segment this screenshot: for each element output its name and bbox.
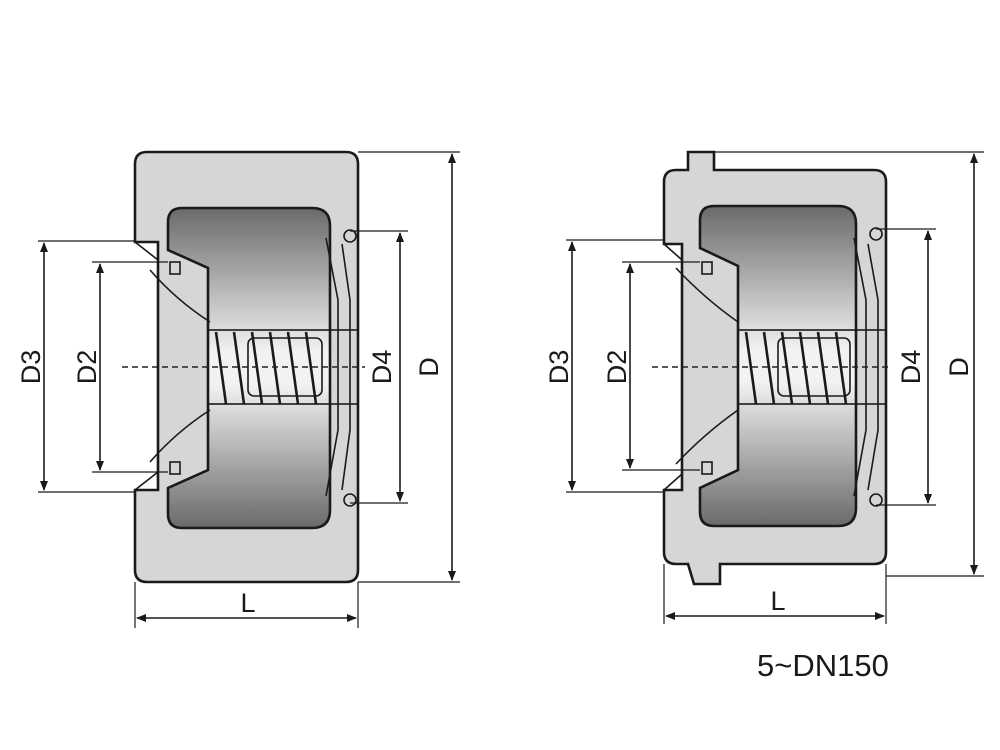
right-pin-bottom-icon [869, 493, 883, 507]
left-label-d4: D4 [367, 350, 397, 385]
left-retainer-bar-2 [341, 243, 351, 491]
left-pin-top-icon [343, 229, 357, 243]
right-dimensions: D3 D2 D4 D L [544, 151, 984, 624]
left-seat-clip-top [169, 261, 181, 275]
size-range-caption: 5~DN150 [757, 648, 889, 683]
left-valve-section [122, 150, 365, 584]
left-label-l: L [240, 588, 255, 618]
left-seat-ring [134, 241, 159, 491]
right-seat-clip-bottom [701, 461, 713, 475]
right-retainer-bar-2 [867, 243, 879, 491]
right-spring [744, 331, 848, 405]
left-label-d: D [414, 357, 444, 377]
left-flow-line-top [149, 269, 211, 323]
left-flow-line-bottom [149, 409, 211, 463]
left-spring [214, 331, 318, 405]
right-label-d4: D4 [896, 350, 926, 385]
right-seat-clip-top [701, 261, 713, 275]
right-label-d2: D2 [602, 350, 632, 385]
right-flow-line-top [675, 267, 739, 323]
right-flow-line-bottom [675, 409, 739, 465]
right-retainer-bar [853, 237, 867, 497]
left-valve-disc [166, 206, 332, 530]
right-valve-section [652, 150, 892, 586]
left-retainer-bar [325, 237, 339, 497]
left-label-d2: D2 [72, 350, 102, 385]
right-label-d: D [944, 357, 974, 377]
left-pin-bottom-icon [343, 493, 357, 507]
left-label-d3: D3 [16, 350, 46, 385]
left-seat-clip-bottom [169, 461, 181, 475]
right-label-l: L [770, 586, 785, 616]
right-label-d3: D3 [544, 350, 574, 385]
left-dimensions: D3 D2 D4 D L [16, 151, 460, 628]
right-pin-top-icon [869, 227, 883, 241]
